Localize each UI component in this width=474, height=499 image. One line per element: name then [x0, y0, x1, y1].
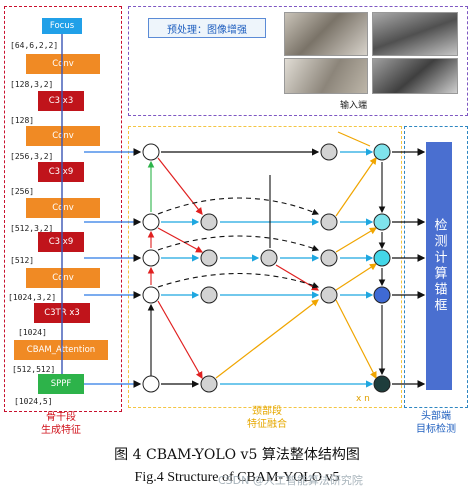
input-photo-3 — [284, 58, 368, 94]
dim-sppf: [1024,5] — [14, 397, 53, 406]
block-conv-3: Conv — [26, 198, 100, 218]
repeat-label: x n — [356, 394, 370, 404]
input-photo-4 — [372, 58, 458, 94]
block-c3-2: C3 x9 — [38, 162, 84, 182]
backbone-label-line2: 生成特征 — [41, 425, 81, 436]
input-label: 输入端 — [340, 101, 368, 111]
head-label-line2: 目标检测 — [416, 424, 456, 435]
input-photo-1 — [284, 12, 368, 56]
input-photo-2 — [372, 12, 458, 56]
block-cbam-attention: CBAM_Attention — [14, 340, 108, 360]
caption-zh: 图 4 CBAM-YOLO v5 算法整体结构图 — [114, 447, 360, 463]
dim-conv-2: [256,3,2] — [10, 152, 54, 161]
block-conv-4: Conv — [26, 268, 100, 288]
caption-en: Fig.4 Structure of CBAM-YOLO v5 — [134, 470, 340, 485]
block-focus: Focus — [42, 18, 82, 34]
head-detect-bar: 检测计算锚框 — [426, 142, 452, 390]
backbone-label-line1: 骨干段 — [46, 412, 76, 423]
preprocess-label: 预处理：图像增强 — [148, 18, 266, 38]
head-label: 头部端 目标检测 — [404, 410, 468, 436]
watermark: CSDN @人工智能算法研究院 — [218, 474, 363, 487]
backbone-region — [4, 6, 122, 412]
block-c3-3: C3 x9 — [38, 232, 84, 252]
input-region — [128, 6, 468, 116]
dim-conv-1: [128,3,2] — [10, 80, 54, 89]
neck-region — [128, 126, 402, 408]
head-region — [404, 126, 468, 408]
dim-c3-3: [512] — [10, 256, 35, 265]
dim-conv-4: [1024,3,2] — [8, 293, 57, 302]
neck-label-line1: 颈部段 — [252, 406, 282, 417]
dim-c3-1: [128] — [10, 116, 35, 125]
block-conv-1: Conv — [26, 54, 100, 74]
neck-label-line2: 特征融合 — [247, 419, 287, 430]
neck-nodes — [142, 143, 391, 393]
dim-cbam: [512,512] — [12, 365, 56, 374]
block-conv-2: Conv — [26, 126, 100, 146]
dim-c3tr: [1024] — [18, 328, 47, 337]
backbone-label: 骨干段 生成特征 — [28, 411, 94, 437]
head-label-line1: 头部端 — [421, 411, 451, 422]
dim-c3-2: [256] — [10, 187, 35, 196]
block-sppf: SPPF — [38, 374, 84, 394]
dim-conv-3: [512,3,2] — [10, 224, 54, 233]
neck-label: 颈部段 特征融合 — [232, 405, 302, 431]
dim-focus: [64,6,2,2] — [10, 41, 59, 50]
block-c3-1: C3 x3 — [38, 91, 84, 111]
